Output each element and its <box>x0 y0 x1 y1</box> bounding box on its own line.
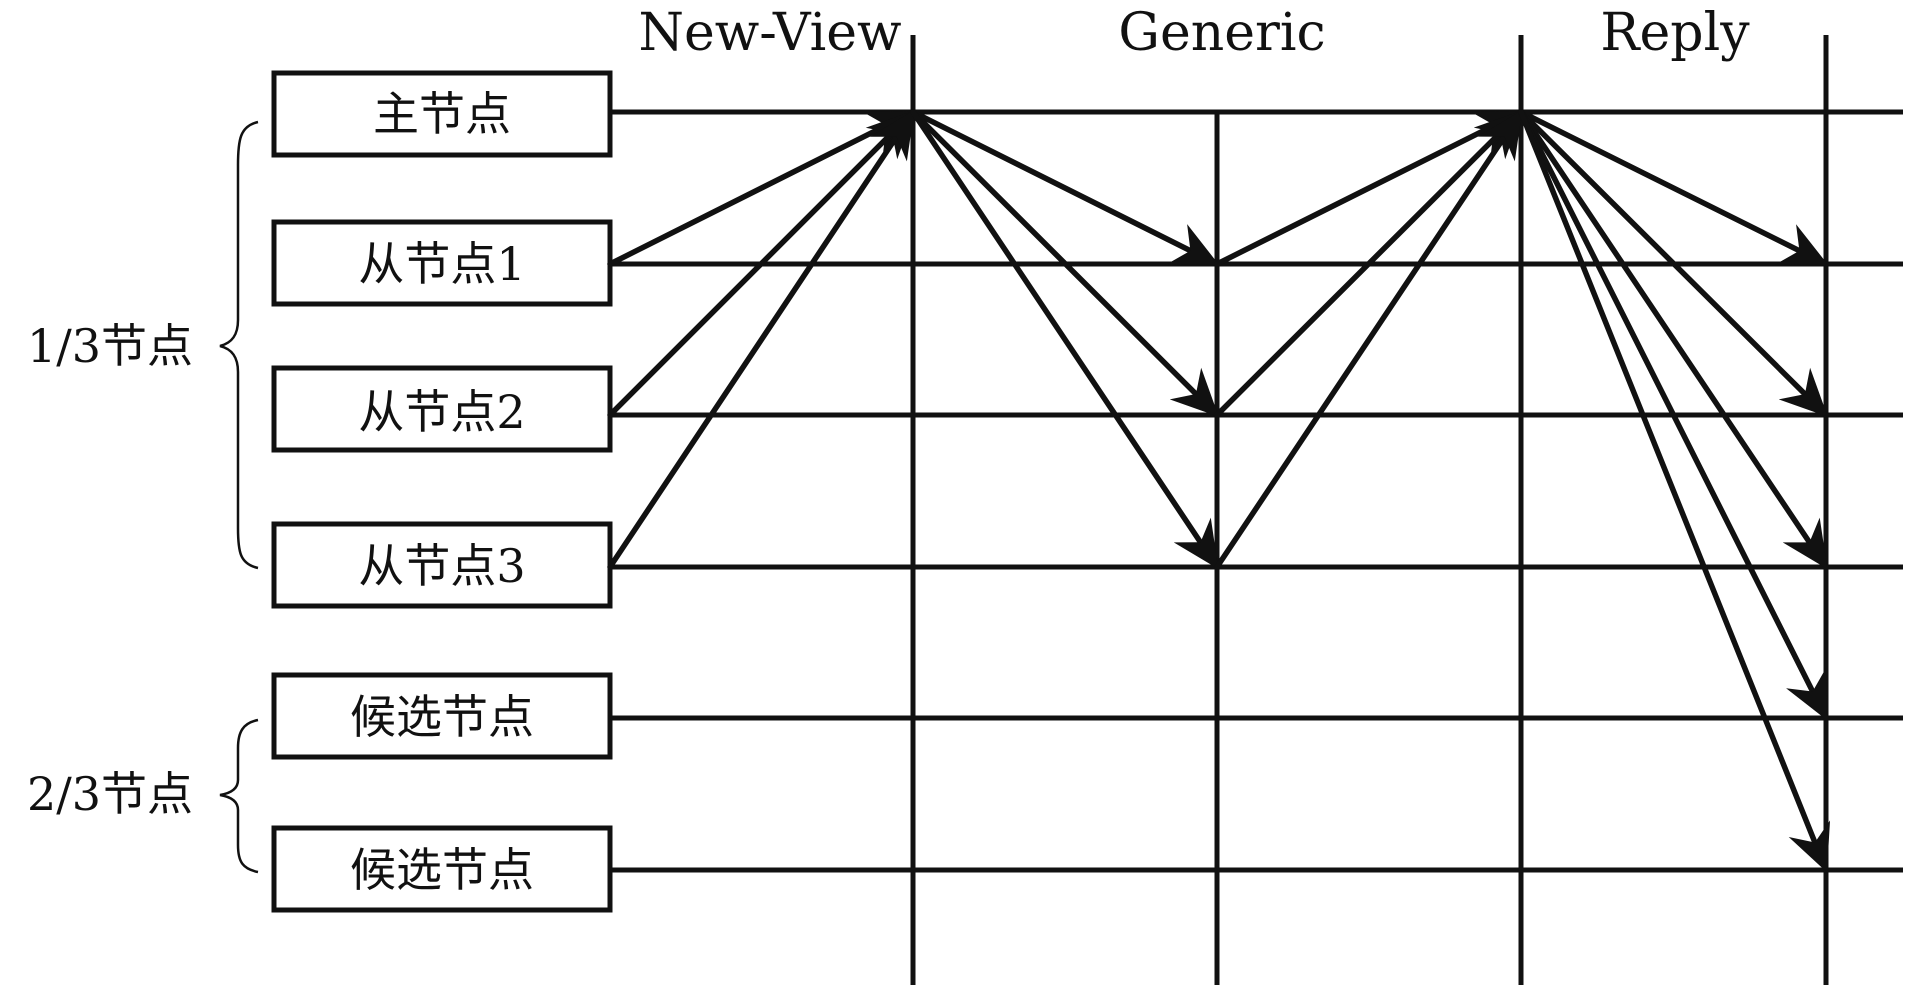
node-label: 从节点1 <box>358 237 525 291</box>
message-arrows <box>607 109 1831 873</box>
group-label-one-third: 1/3节点 <box>27 319 193 373</box>
node-label: 主节点 <box>373 87 511 141</box>
node-box <box>271 365 613 453</box>
node-label: 从节点2 <box>358 385 525 439</box>
message-arrow-new-view-2 <box>607 109 916 570</box>
node-box <box>271 70 613 158</box>
message-arrow-generic-3 <box>910 109 1220 267</box>
message-arrow-new-view-1 <box>607 109 916 418</box>
group-brace-two-thirds <box>219 718 259 874</box>
node-primary: 主节点 <box>271 70 613 158</box>
node-replica-2: 从节点2 <box>271 365 613 453</box>
node-box <box>271 219 613 307</box>
message-arrow-generic-6 <box>1214 109 1524 267</box>
message-arrow-generic-5 <box>910 109 1220 570</box>
message-arrow-reply-13 <box>1518 109 1831 873</box>
message-arrow-reply-11 <box>1518 109 1829 570</box>
group-label-two-thirds: 2/3节点 <box>27 767 193 821</box>
node-label: 候选节点 <box>350 843 534 897</box>
node-replica-3: 从节点3 <box>271 521 613 609</box>
message-arrow-generic-7 <box>1214 109 1524 418</box>
node-label: 候选节点 <box>350 690 534 744</box>
message-arrow-reply-10 <box>1518 109 1829 418</box>
message-arrow-reply-12 <box>1518 109 1829 721</box>
node-candidate-1: 候选节点 <box>271 672 613 760</box>
node-label: 从节点3 <box>358 539 525 593</box>
node-candidate-2: 候选节点 <box>271 825 613 913</box>
message-arrow-generic-4 <box>910 109 1220 418</box>
group-brace-one-third <box>219 120 259 570</box>
message-arrow-reply-9 <box>1518 109 1829 267</box>
node-box <box>271 521 613 609</box>
node-box <box>271 672 613 760</box>
phase-label-reply: Reply <box>1600 3 1750 63</box>
node-box <box>271 825 613 913</box>
message-arrow-new-view-0 <box>607 109 916 267</box>
node-replica-1: 从节点1 <box>271 219 613 307</box>
phase-label-new-view: New-View <box>638 3 901 63</box>
message-arrow-generic-8 <box>1214 109 1524 570</box>
phase-label-generic: Generic <box>1118 3 1325 63</box>
